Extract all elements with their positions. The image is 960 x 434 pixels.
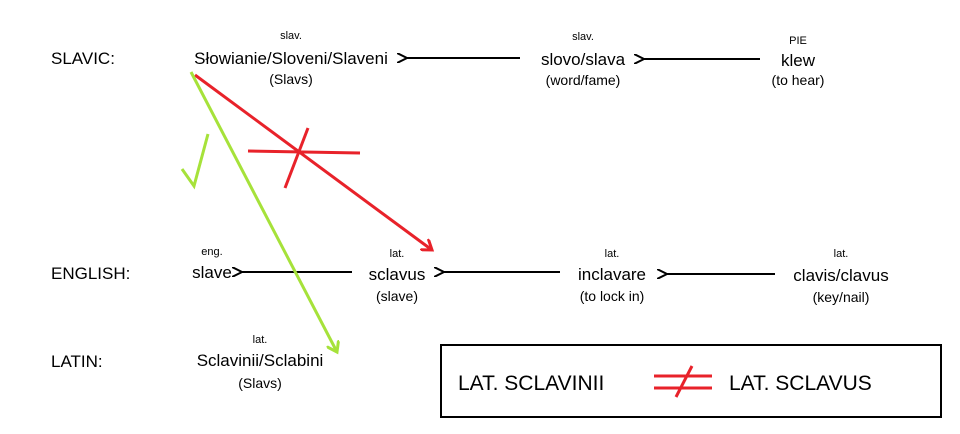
row-label-slavic: SLAVIC: (51, 49, 115, 68)
legend-box: LAT. SCLAVINII LAT. SCLAVUS (440, 344, 942, 418)
word-sclavinii: Sclavinii/Sclabini (196, 351, 324, 370)
word-slowianie: Słowianie/Sloveni/Slaveni (194, 49, 388, 68)
tag-lat-3: lat. (833, 248, 849, 260)
gloss-slavs-2: (Slavs) (238, 375, 282, 391)
arrow-correct-slavs-to-sclavinii (189, 71, 337, 352)
row-label-english: ENGLISH: (51, 264, 131, 283)
gloss-key-nail: (key/nail) (812, 289, 870, 305)
gloss-word-fame: (word/fame) (545, 72, 621, 88)
gloss-slavs-1: (Slavs) (269, 71, 313, 87)
word-sclavus: sclavus (368, 265, 426, 284)
row-label-latin: LATIN: (51, 352, 103, 371)
gloss-slave: (slave) (375, 288, 419, 304)
tag-slav-2: slav. (572, 31, 594, 43)
arrow-wrong-slavs-to-sclavus (194, 73, 432, 250)
gloss-to-lock-in: (to lock in) (579, 288, 645, 304)
tag-slav-1: slav. (280, 30, 302, 42)
legend-left-text: LAT. SCLAVINII (458, 372, 605, 395)
tag-pie: PIE (789, 35, 807, 47)
word-klew: klew (780, 51, 816, 70)
word-slovo: slovo/slava (540, 50, 626, 69)
tag-eng: eng. (201, 246, 223, 258)
not-equal-icon (654, 365, 712, 398)
word-clavis: clavis/clavus (793, 266, 889, 285)
word-inclavare: inclavare (577, 265, 647, 284)
tag-lat-4: lat. (252, 334, 268, 346)
gloss-to-hear: (to hear) (771, 72, 825, 88)
legend-right-text: LAT. SCLAVUS (729, 372, 872, 395)
tag-lat-2: lat. (604, 248, 620, 260)
tag-lat-1: lat. (389, 248, 405, 260)
cross-mark (247, 127, 361, 189)
check-mark (180, 133, 210, 190)
word-slave: slave (192, 263, 232, 282)
